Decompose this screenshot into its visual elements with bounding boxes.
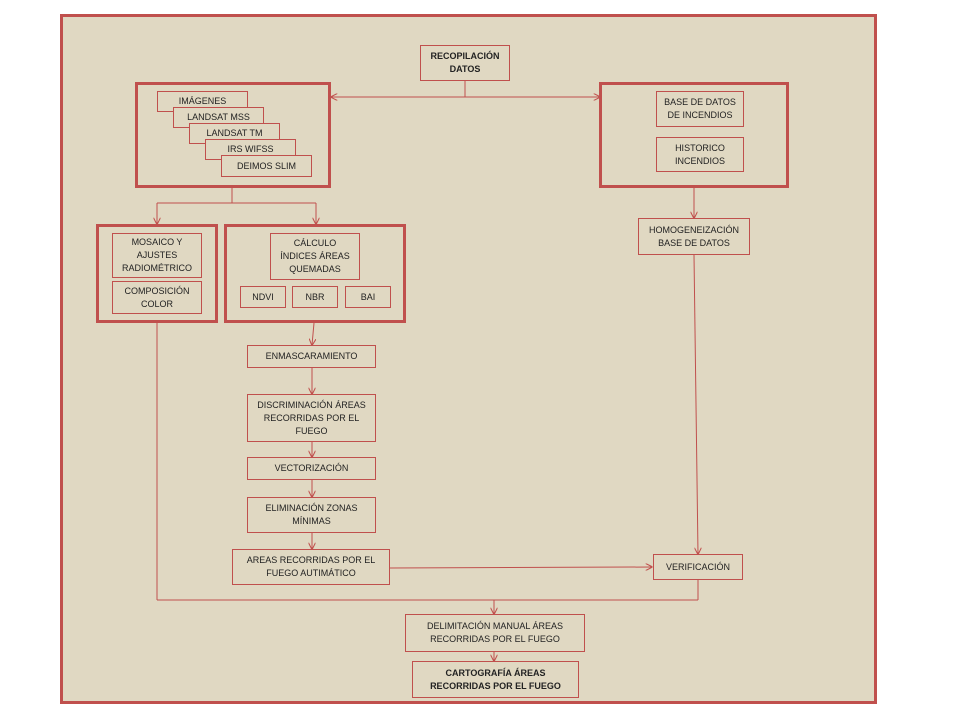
box-mosaico: MOSAICO Y AJUSTES RADIOMÉTRICO xyxy=(112,233,202,278)
group-database xyxy=(599,82,789,188)
box-recopilacion: RECOPILACIÓN DATOS xyxy=(420,45,510,81)
box-homogeneizacion: HOMOGENEIZACIÓN BASE DE DATOS xyxy=(638,218,750,255)
box-eliminacion: ELIMINACIÓN ZONAS MÍNIMAS xyxy=(247,497,376,533)
arrow-areas-verificacion xyxy=(389,567,652,568)
box-areas-automatico: AREAS RECORRIDAS POR EL FUEGO AUTIMÁTICO xyxy=(232,549,390,585)
box-enmascaramiento: ENMASCARAMIENTO xyxy=(247,345,376,368)
box-verificacion: VERIFICACIÓN xyxy=(653,554,743,580)
box-composicion: COMPOSICIÓN COLOR xyxy=(112,281,202,314)
arrow-homogeneizacion-verificacion xyxy=(693,254,698,554)
group-calculo xyxy=(224,224,406,323)
box-base-datos: BASE DE DATOS DE INCENDIOS xyxy=(656,91,744,127)
group-mosaico xyxy=(96,224,218,323)
box-nbr: NBR xyxy=(292,286,338,308)
box-historico: HISTORICO INCENDIOS xyxy=(656,137,744,172)
box-cartografia: CARTOGRAFÍA ÁREAS RECORRIDAS POR EL FUEG… xyxy=(412,661,579,698)
box-bai: BAI xyxy=(345,286,391,308)
box-deimos-slim: DEIMOS SLIM xyxy=(221,155,312,177)
group-imagery xyxy=(135,82,331,188)
box-discriminacion: DISCRIMINACIÓN ÁREAS RECORRIDAS POR EL F… xyxy=(247,394,376,442)
arrow-calculo-enmascaramiento xyxy=(312,322,314,345)
box-vectorizacion: VECTORIZACIÓN xyxy=(247,457,376,480)
box-ndvi: NDVI xyxy=(240,286,286,308)
box-delimitacion: DELIMITACIÓN MANUAL ÁREAS RECORRIDAS POR… xyxy=(405,614,585,652)
box-calculo: CÁLCULO ÍNDICES ÁREAS QUEMADAS xyxy=(270,233,360,280)
